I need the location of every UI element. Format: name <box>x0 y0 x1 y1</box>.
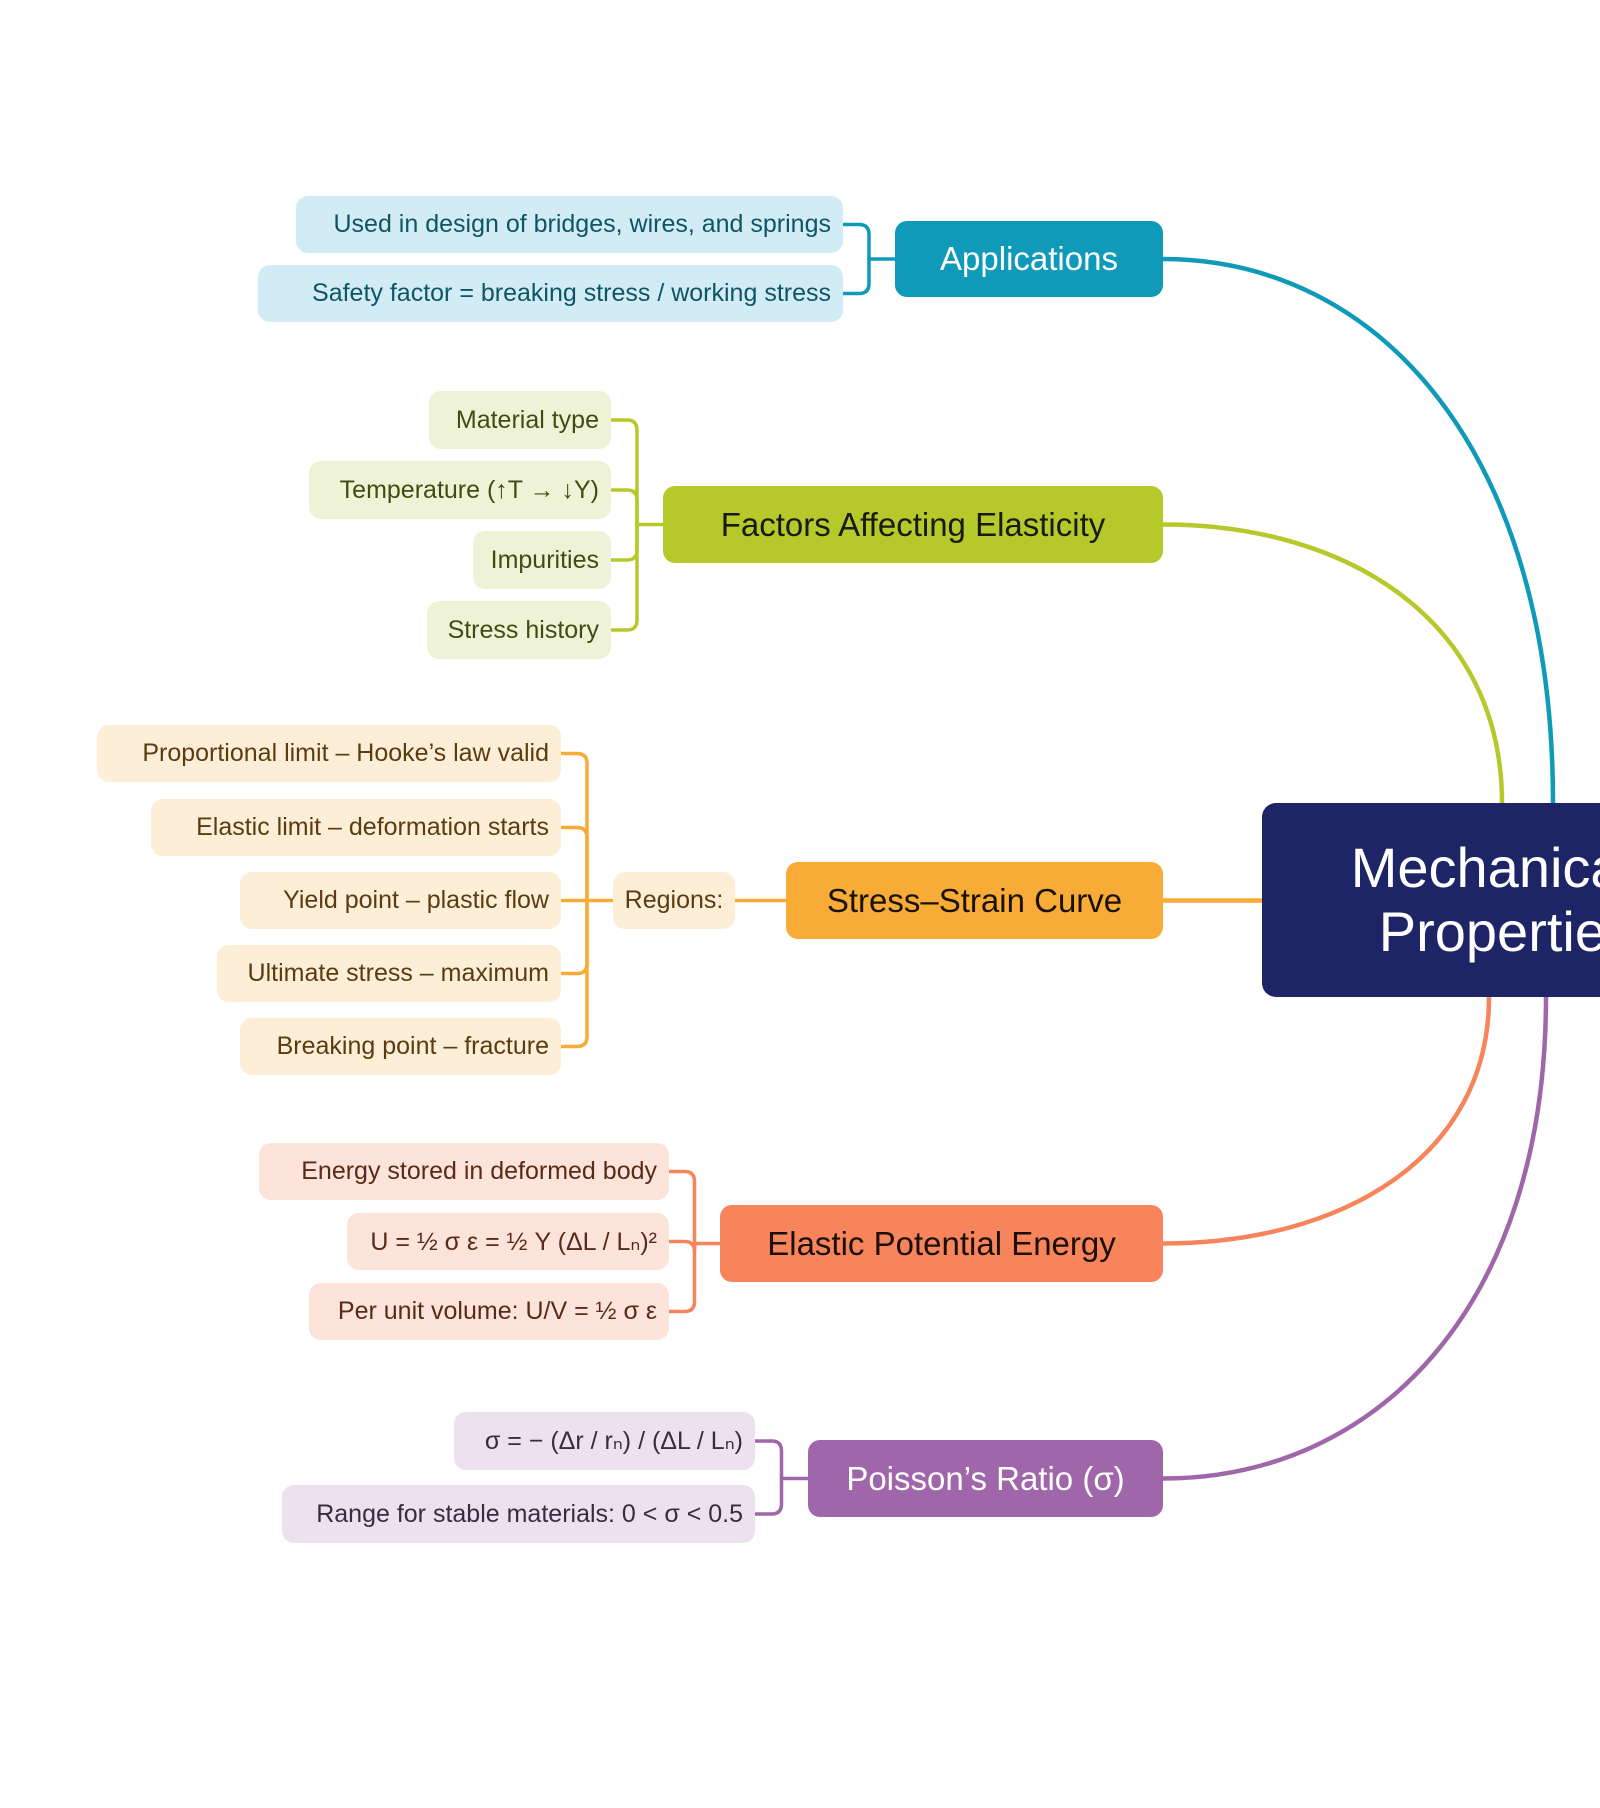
central-topic-line1: Mechanical <box>1350 836 1600 899</box>
connector-factors <box>1160 522 1505 806</box>
leaf-region-proportional-limit[interactable]: Proportional limit – Hooke’s law valid <box>97 725 561 782</box>
leaf-region-yield-point[interactable]: Yield point – plastic flow <box>240 872 561 929</box>
central-topic-line2: Properties <box>1378 900 1600 963</box>
branch-label: Poisson’s Ratio (σ) <box>846 1459 1125 1497</box>
branch-label: Stress–Strain Curve <box>826 881 1123 919</box>
leaf-label: σ = − (Δr / rₙ) / (ΔL / Lₙ) <box>484 1427 743 1455</box>
branch-elastic-potential-energy[interactable]: Elastic Potential Energy <box>720 1205 1163 1282</box>
branch-applications[interactable]: Applications <box>895 221 1163 297</box>
leaf-energy-stored[interactable]: Energy stored in deformed body <box>259 1143 669 1200</box>
branch-poissons-ratio[interactable]: Poisson’s Ratio (σ) <box>808 1440 1163 1517</box>
leaf-factors-temperature[interactable]: Temperature (↑T → ↓Y) <box>309 461 611 519</box>
leaf-region-ultimate-stress[interactable]: Ultimate stress – maximum <box>217 945 561 1002</box>
leaf-label: Yield point – plastic flow <box>283 886 549 914</box>
bracket-poisson-0 <box>753 1439 784 1481</box>
bracket-elastic-pe-2 <box>667 1241 697 1314</box>
leaf-label: Safety factor = breaking stress / workin… <box>312 279 831 307</box>
leaf-label: Proportional limit – Hooke’s law valid <box>142 739 549 767</box>
leaf-region-elastic-limit[interactable]: Elastic limit – deformation starts <box>151 799 561 856</box>
connector-elastic-pe <box>1160 994 1492 1246</box>
connector-poisson <box>1160 994 1549 1481</box>
bracket-stress-strain-0 <box>559 751 589 903</box>
leaf-applications-safety-factor[interactable]: Safety factor = breaking stress / workin… <box>258 265 843 322</box>
branch-label: Applications <box>940 240 1118 277</box>
leaf-label: Range for stable materials: 0 < σ < 0.5 <box>316 1499 743 1528</box>
bracket-factors-1 <box>609 488 639 527</box>
leaf-region-breaking-point[interactable]: Breaking point – fracture <box>240 1018 561 1075</box>
branch-stress-strain-curve[interactable]: Stress–Strain Curve <box>786 862 1163 939</box>
branch-factors-affecting-elasticity[interactable]: Factors Affecting Elasticity <box>663 486 1163 563</box>
bracket-stress-strain-1 <box>559 825 589 903</box>
bracket-factors-0 <box>609 418 639 527</box>
leaf-label: U = ½ σ ε = ½ Y (ΔL / Lₙ)² <box>370 1227 657 1256</box>
leaf-poisson-range[interactable]: Range for stable materials: 0 < σ < 0.5 <box>282 1485 755 1543</box>
regions-node[interactable]: Regions: <box>613 872 735 929</box>
bracket-applications-1 <box>841 257 871 296</box>
leaf-label: Temperature (↑T → ↓Y) <box>339 475 599 504</box>
leaf-label: Breaking point – fracture <box>276 1032 549 1060</box>
leaf-poisson-formula[interactable]: σ = − (Δr / rₙ) / (ΔL / Lₙ) <box>454 1412 755 1470</box>
bracket-elastic-pe-0 <box>667 1169 697 1246</box>
leaf-applications-design[interactable]: Used in design of bridges, wires, and sp… <box>296 196 843 253</box>
bracket-elastic-pe-1 <box>667 1239 697 1252</box>
leaf-energy-per-unit-volume[interactable]: Per unit volume: U/V = ½ σ ε <box>309 1283 669 1340</box>
bracket-poisson-1 <box>753 1476 784 1516</box>
leaf-label: Ultimate stress – maximum <box>247 959 549 987</box>
leaf-factors-material-type[interactable]: Material type <box>429 391 611 449</box>
leaf-label: Per unit volume: U/V = ½ σ ε <box>337 1297 657 1325</box>
leaf-factors-impurities[interactable]: Impurities <box>473 531 611 589</box>
leaf-energy-formula[interactable]: U = ½ σ ε = ½ Y (ΔL / Lₙ)² <box>347 1213 669 1270</box>
leaf-label: Elastic limit – deformation starts <box>196 813 549 841</box>
bracket-factors-2 <box>609 522 639 562</box>
leaf-label: Impurities <box>490 545 599 574</box>
regions-label: Regions: <box>624 886 724 914</box>
bracket-factors-3 <box>609 522 639 632</box>
leaf-label: Material type <box>455 405 599 434</box>
leaf-factors-stress-history[interactable]: Stress history <box>427 601 611 659</box>
leaf-label: Stress history <box>447 615 599 644</box>
leaf-label: Energy stored in deformed body <box>301 1157 657 1185</box>
leaf-label: Used in design of bridges, wires, and sp… <box>333 210 832 238</box>
bracket-stress-strain-3 <box>559 898 589 976</box>
connector-applications <box>1160 256 1556 806</box>
bracket-applications-0 <box>841 222 871 261</box>
branch-label: Elastic Potential Energy <box>767 1224 1116 1262</box>
central-topic[interactable]: Mechanical Properties <box>1262 803 1600 997</box>
branch-label: Factors Affecting Elasticity <box>720 505 1106 543</box>
bracket-stress-strain-4 <box>559 898 589 1049</box>
